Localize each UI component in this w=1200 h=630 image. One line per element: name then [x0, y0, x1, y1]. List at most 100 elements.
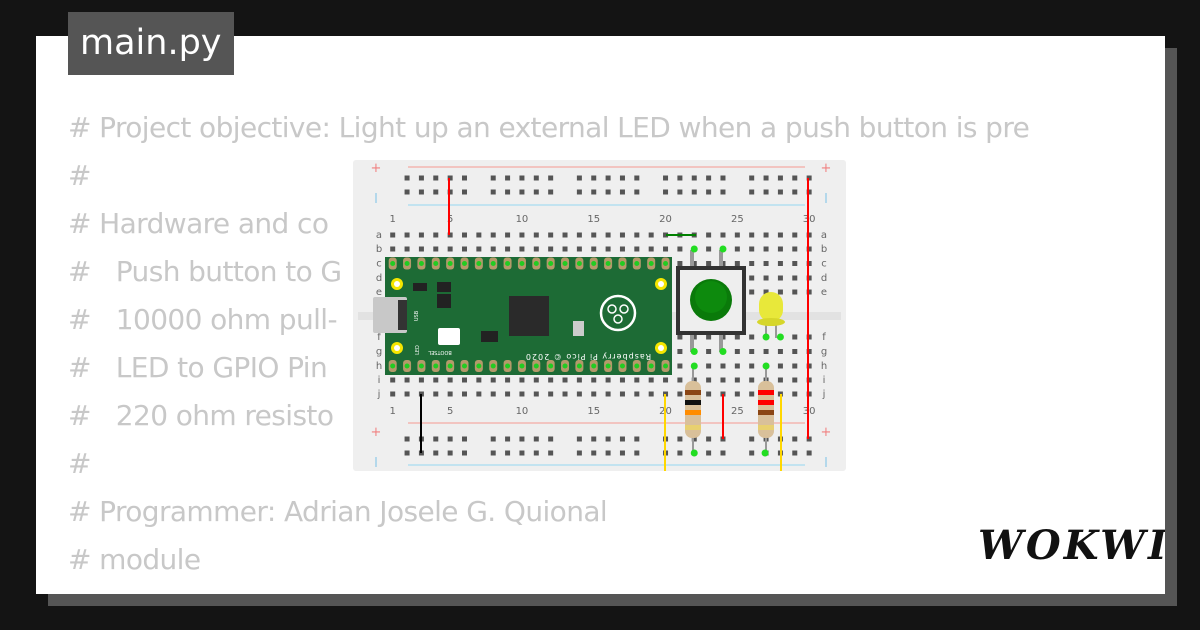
breadboard-hole[interactable] — [792, 246, 798, 252]
rail-hole[interactable] — [605, 450, 611, 456]
rail-hole[interactable] — [677, 450, 683, 456]
rail-hole[interactable] — [576, 189, 582, 195]
breadboard-hole[interactable] — [591, 246, 597, 252]
breadboard-hole[interactable] — [806, 377, 812, 383]
rail-hole[interactable] — [490, 450, 496, 456]
breadboard-hole[interactable] — [749, 363, 755, 369]
breadboard-hole[interactable] — [777, 275, 783, 281]
breadboard-hole[interactable] — [591, 377, 597, 383]
rail-hole[interactable] — [720, 450, 726, 456]
breadboard-hole[interactable] — [447, 377, 453, 383]
breadboard-hole[interactable] — [505, 246, 511, 252]
breadboard-hole[interactable] — [749, 261, 755, 266]
breadboard-hole[interactable] — [777, 349, 783, 354]
breadboard-hole[interactable] — [706, 334, 712, 340]
rail-hole[interactable] — [749, 175, 755, 181]
rail-hole[interactable] — [462, 175, 467, 181]
breadboard-hole[interactable] — [706, 232, 712, 238]
rail-hole[interactable] — [619, 175, 625, 181]
breadboard-hole[interactable] — [777, 232, 783, 238]
rail-hole[interactable] — [720, 189, 726, 195]
rail-hole[interactable] — [792, 436, 798, 442]
rail-hole[interactable] — [404, 175, 410, 181]
rail-hole[interactable] — [763, 189, 769, 195]
breadboard-hole[interactable] — [433, 391, 439, 397]
breadboard-hole[interactable] — [548, 246, 554, 252]
rail-hole[interactable] — [433, 450, 439, 456]
breadboard-hole[interactable] — [777, 246, 783, 252]
rail-hole[interactable] — [634, 175, 640, 181]
breadboard-hole[interactable] — [734, 391, 740, 397]
breadboard-hole[interactable] — [806, 289, 812, 295]
breadboard-hole[interactable] — [806, 391, 812, 397]
bootsel-button[interactable] — [438, 328, 460, 345]
breadboard-hole[interactable] — [462, 232, 467, 238]
breadboard-hole[interactable] — [648, 232, 654, 238]
resistor-220[interactable] — [758, 366, 774, 453]
breadboard-hole[interactable] — [404, 377, 410, 383]
rail-hole[interactable] — [462, 189, 467, 195]
breadboard-hole[interactable] — [591, 232, 597, 238]
breadboard-hole[interactable] — [706, 246, 712, 252]
rail-hole[interactable] — [691, 436, 697, 442]
rail-hole[interactable] — [519, 175, 525, 181]
rail-hole[interactable] — [591, 450, 597, 456]
breadboard-hole[interactable] — [677, 349, 683, 354]
rail-hole[interactable] — [447, 436, 453, 442]
breadboard-hole[interactable] — [404, 246, 410, 252]
breadboard-hole[interactable] — [763, 349, 769, 354]
breadboard-hole[interactable] — [476, 391, 482, 397]
rail-hole[interactable] — [548, 436, 554, 442]
breadboard-hole[interactable] — [576, 391, 582, 397]
rail-hole[interactable] — [605, 436, 611, 442]
rail-hole[interactable] — [806, 450, 812, 456]
rail-hole[interactable] — [533, 175, 539, 181]
breadboard-hole[interactable] — [476, 377, 482, 383]
breadboard-hole[interactable] — [706, 377, 712, 383]
breadboard-hole[interactable] — [749, 349, 755, 354]
rail-hole[interactable] — [749, 450, 755, 456]
breadboard-hole[interactable] — [648, 246, 654, 252]
rail-hole[interactable] — [591, 189, 597, 195]
breadboard-hole[interactable] — [433, 246, 439, 252]
breadboard-hole[interactable] — [763, 261, 769, 266]
rail-hole[interactable] — [663, 189, 669, 195]
breadboard-hole[interactable] — [605, 232, 611, 238]
breadboard-hole[interactable] — [505, 232, 511, 238]
rail-hole[interactable] — [533, 450, 539, 456]
breadboard-hole[interactable] — [533, 391, 539, 397]
rail-hole[interactable] — [691, 175, 697, 181]
rail-hole[interactable] — [576, 175, 582, 181]
breadboard-hole[interactable] — [677, 246, 683, 252]
breadboard-hole[interactable] — [390, 391, 396, 397]
breadboard-hole[interactable] — [634, 232, 640, 238]
rail-hole[interactable] — [418, 175, 424, 181]
breadboard-hole[interactable] — [519, 232, 525, 238]
rail-hole[interactable] — [591, 436, 597, 442]
rail-hole[interactable] — [433, 189, 439, 195]
rail-hole[interactable] — [792, 450, 798, 456]
rail-hole[interactable] — [706, 175, 712, 181]
breadboard-hole[interactable] — [792, 261, 798, 266]
breadboard-hole[interactable] — [749, 391, 755, 397]
breadboard-hole[interactable] — [677, 391, 683, 397]
breadboard-hole[interactable] — [605, 377, 611, 383]
breadboard-hole[interactable] — [734, 246, 740, 252]
breadboard-hole[interactable] — [433, 232, 439, 238]
breadboard-hole[interactable] — [806, 246, 812, 252]
rail-hole[interactable] — [749, 189, 755, 195]
breadboard-hole[interactable] — [533, 232, 539, 238]
breadboard-hole[interactable] — [605, 246, 611, 252]
rail-hole[interactable] — [490, 189, 496, 195]
breadboard-hole[interactable] — [634, 246, 640, 252]
breadboard-hole[interactable] — [792, 334, 798, 340]
rail-hole[interactable] — [548, 175, 554, 181]
rail-hole[interactable] — [433, 436, 439, 442]
rail-hole[interactable] — [519, 450, 525, 456]
rail-hole[interactable] — [749, 436, 755, 442]
rail-hole[interactable] — [634, 450, 640, 456]
breadboard-hole[interactable] — [763, 232, 769, 238]
breadboard-hole[interactable] — [562, 232, 568, 238]
rail-hole[interactable] — [691, 189, 697, 195]
breadboard-hole[interactable] — [706, 391, 712, 397]
